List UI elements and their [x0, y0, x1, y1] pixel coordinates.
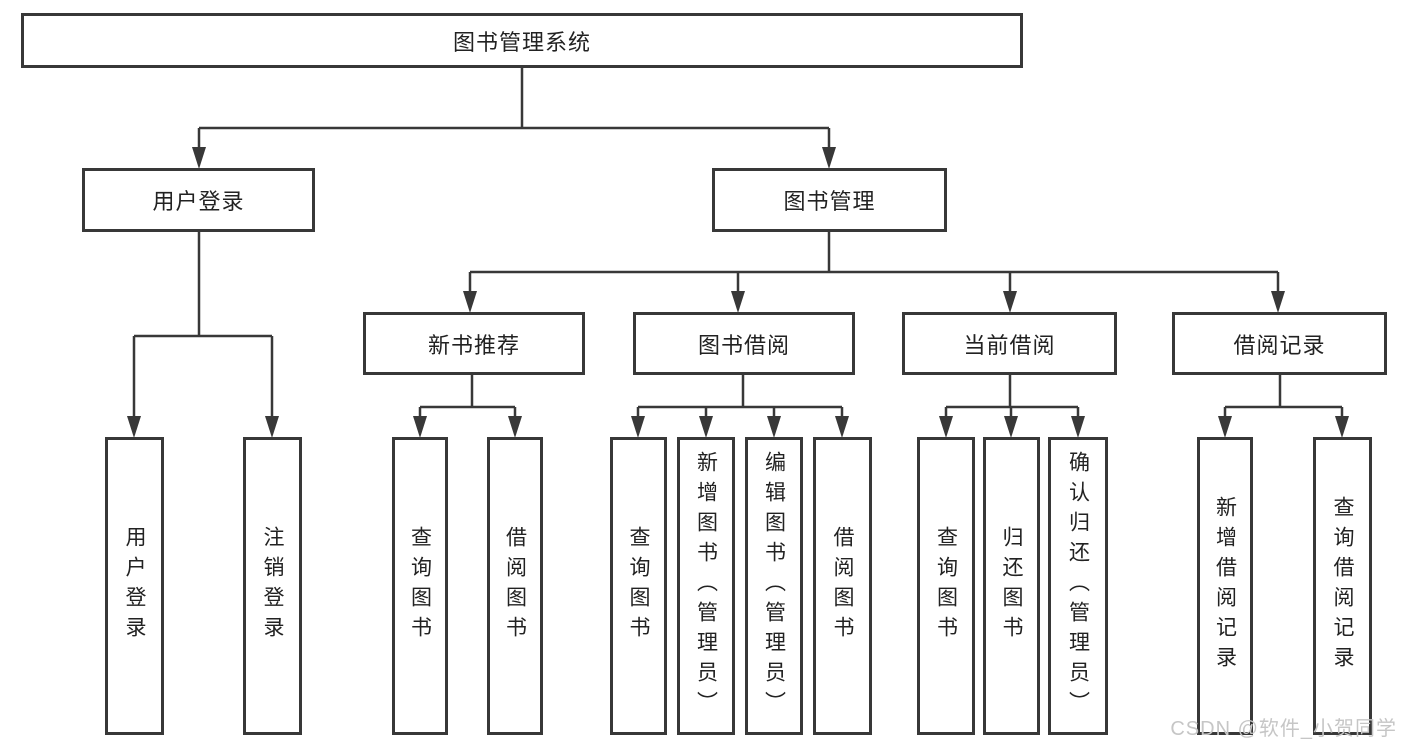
leaf-label: 借阅图书: [831, 526, 854, 646]
csdn-watermark: CSDN @软件_小贺同学: [1170, 718, 1397, 740]
leaf-label: 查询图书: [408, 526, 432, 646]
leaf-query-books-1: 查询图书: [392, 437, 448, 735]
node-root-system: 图书管理系统: [21, 13, 1023, 68]
leaf-label: 借阅图书: [503, 526, 527, 646]
node-book-borrow: 图书借阅: [633, 312, 855, 375]
leaf-borrow-books-1: 借阅图书: [487, 437, 543, 735]
node-label: 借阅记录: [1233, 332, 1326, 358]
leaf-label: 查询借阅记录: [1331, 496, 1354, 676]
leaf-query-books-2: 查询图书: [610, 437, 667, 735]
arrowhead-icons: [127, 147, 1349, 438]
leaf-label: 确认归还（管理员）: [1066, 451, 1090, 721]
leaf-add-books-admin: 新增图书（管理员）: [677, 437, 735, 735]
node-borrow-records: 借阅记录: [1172, 312, 1387, 375]
node-new-book-recommend: 新书推荐: [363, 312, 585, 375]
leaf-add-borrow-record: 新增借阅记录: [1197, 437, 1253, 735]
leaf-label: 注销登录: [261, 526, 284, 646]
node-label: 新书推荐: [427, 332, 520, 358]
node-user-login: 用户登录: [82, 168, 315, 232]
node-current-borrow: 当前借阅: [902, 312, 1117, 375]
leaf-borrow-books-2: 借阅图书: [813, 437, 872, 735]
leaf-query-books-3: 查询图书: [917, 437, 975, 735]
leaf-label: 查询图书: [934, 526, 958, 646]
leaf-label: 新增借阅记录: [1213, 496, 1237, 676]
node-label: 当前借阅: [963, 332, 1056, 358]
node-label: 用户登录: [152, 189, 245, 214]
leaf-label: 新增图书（管理员）: [694, 451, 718, 721]
leaf-label: 编辑图书（管理员）: [762, 451, 786, 721]
leaf-label: 归还图书: [1000, 526, 1023, 646]
node-label: 图书管理系统: [452, 29, 591, 55]
node-label: 图书管理: [783, 189, 876, 214]
leaf-edit-books-admin: 编辑图书（管理员）: [745, 437, 803, 735]
leaf-confirm-return-admin: 确认归还（管理员）: [1048, 437, 1108, 735]
node-label: 图书借阅: [697, 332, 790, 358]
leaf-query-borrow-record: 查询借阅记录: [1313, 437, 1372, 735]
leaf-logout: 注销登录: [243, 437, 302, 735]
leaf-label: 用户登录: [123, 526, 146, 646]
leaf-user-login: 用户登录: [105, 437, 164, 735]
leaf-label: 查询图书: [627, 526, 650, 646]
leaf-return-books: 归还图书: [983, 437, 1040, 735]
node-book-management: 图书管理: [712, 168, 947, 232]
